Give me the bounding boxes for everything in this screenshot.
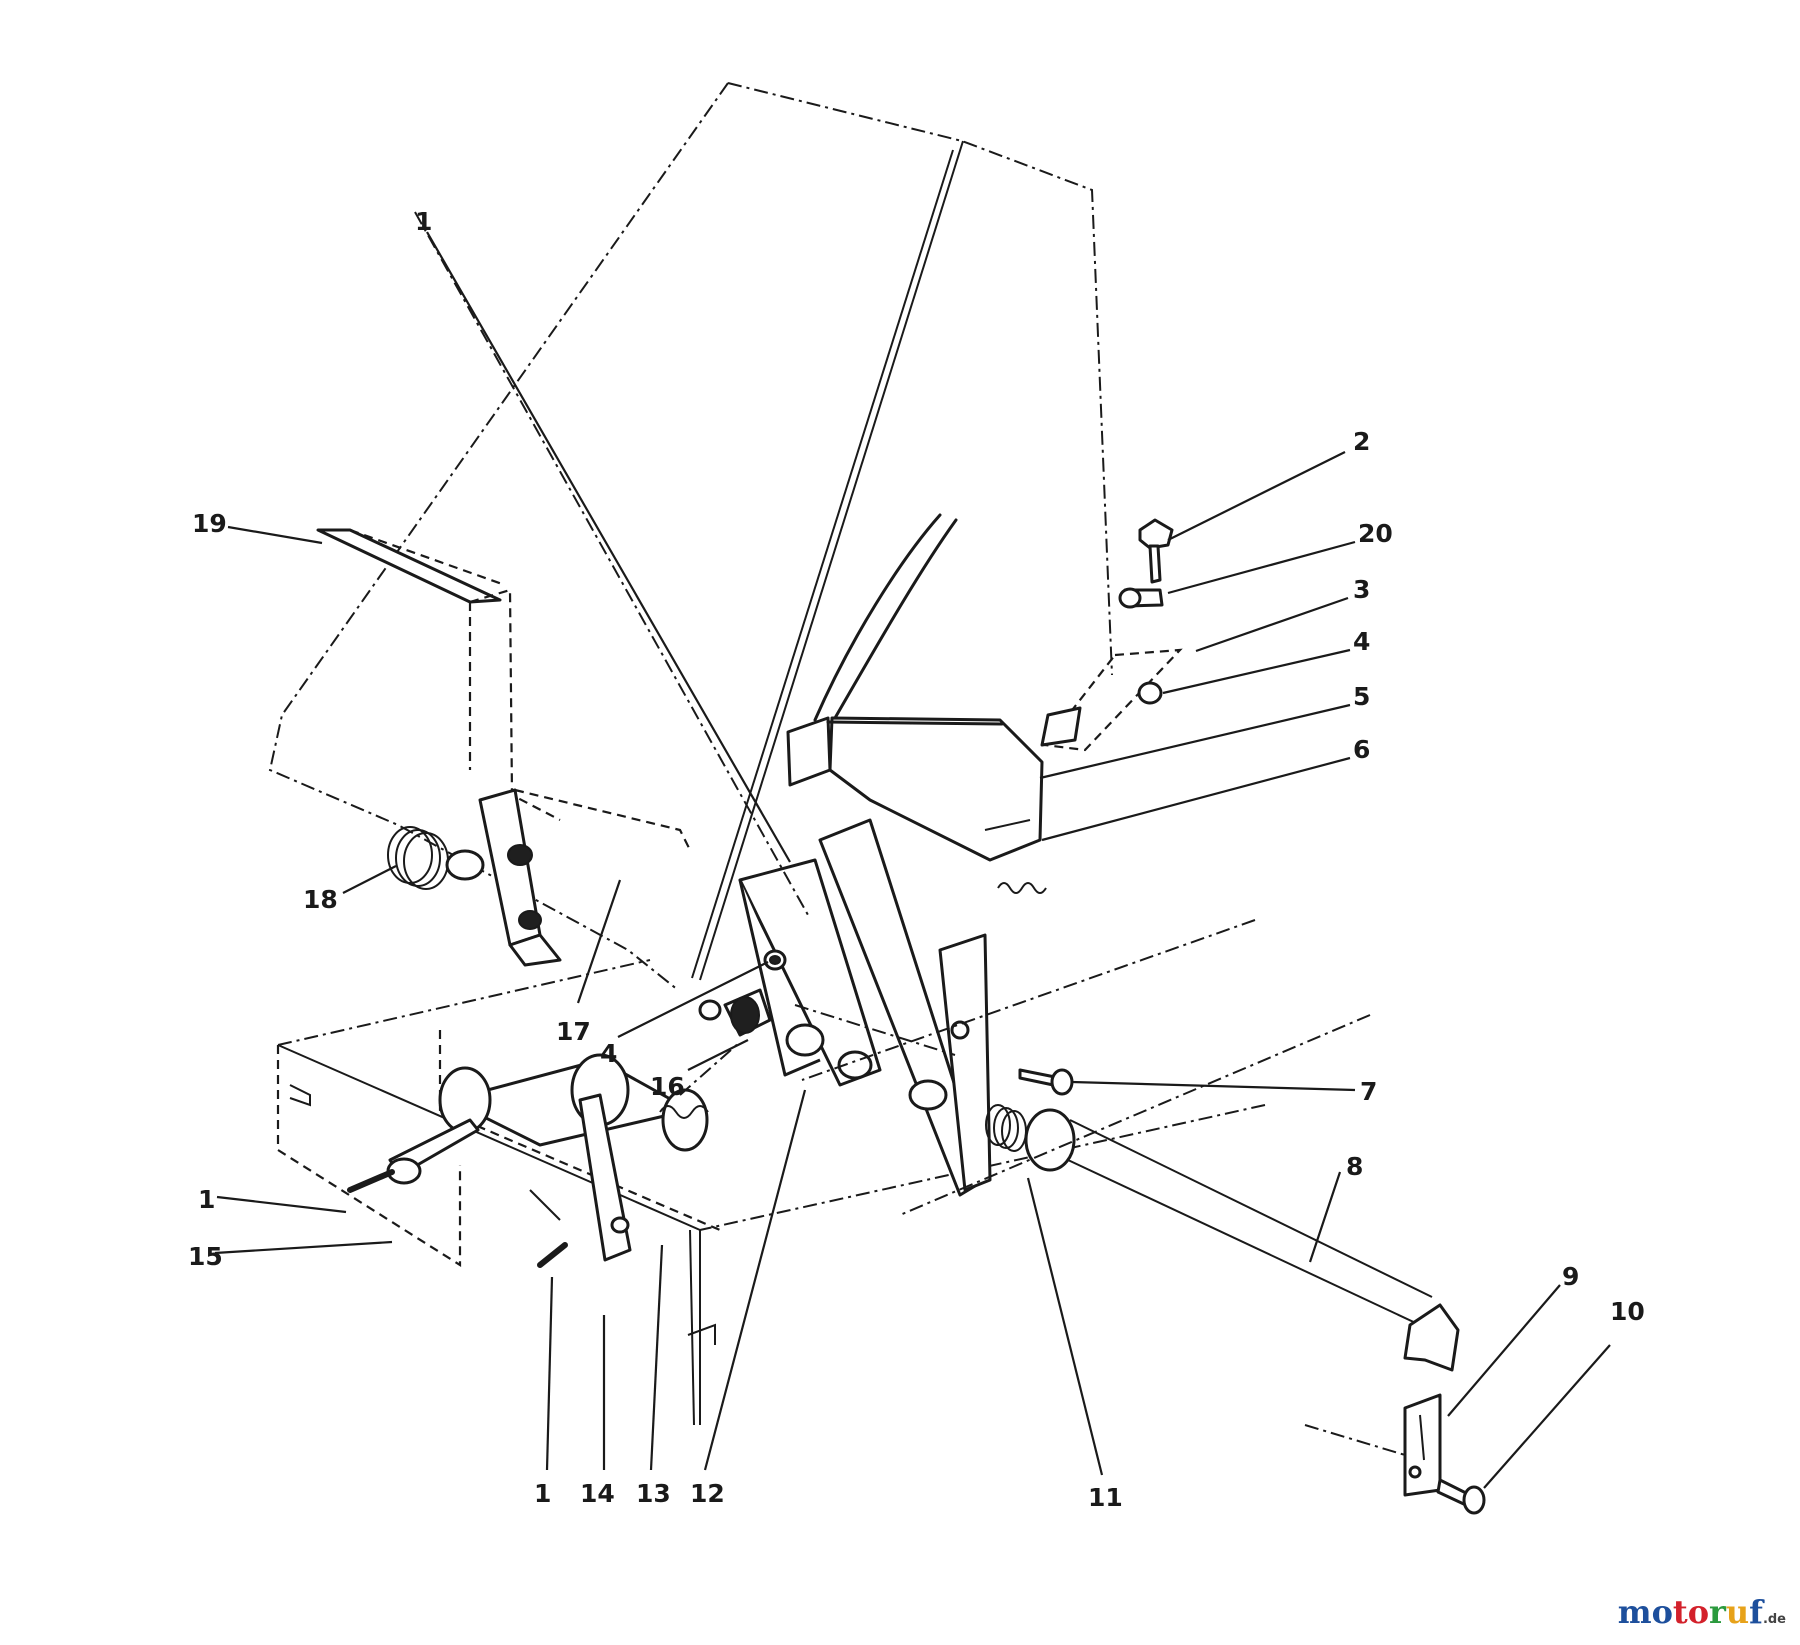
callout-11: 11 [1088, 1483, 1123, 1512]
callout-8: 8 [1346, 1152, 1363, 1181]
frame-plate [276, 959, 1266, 1426]
callout-1-top: 1 [415, 207, 432, 236]
callout-7: 7 [1360, 1077, 1377, 1106]
callout-1-left: 1 [198, 1185, 215, 1214]
plate-9 [1403, 1393, 1442, 1497]
callout-labels: 1 2 20 3 4 5 6 19 18 17 4 16 7 8 1 15 1 … [188, 207, 1645, 1512]
seat-pan-outline [268, 82, 1113, 991]
shaft-8 [985, 1104, 1460, 1372]
callout-16: 16 [650, 1072, 685, 1101]
callout-3: 3 [1353, 575, 1370, 604]
construction-lines [414, 211, 1406, 1456]
bolt-7 [1018, 1068, 1074, 1096]
callout-4-right: 4 [1353, 627, 1370, 656]
leader-lines [214, 231, 1611, 1489]
control-lever [786, 513, 1044, 862]
callout-14: 14 [580, 1479, 615, 1508]
callout-19: 19 [192, 509, 227, 538]
bracket-19 [316, 528, 561, 821]
callout-13: 13 [636, 1479, 671, 1508]
link-12 [738, 858, 882, 1087]
pins [347, 1169, 568, 1268]
callout-18: 18 [303, 885, 338, 914]
spring-6 [659, 882, 1047, 1119]
watermark-logo: motoruf.de [1617, 1593, 1786, 1631]
lever-arm [818, 818, 992, 1197]
callout-17: 17 [556, 1017, 591, 1046]
callout-2: 2 [1353, 427, 1370, 456]
callout-15: 15 [188, 1242, 223, 1271]
callout-6: 6 [1353, 735, 1370, 764]
callout-5: 5 [1353, 682, 1370, 711]
bracket-17 [478, 788, 691, 967]
callout-12: 12 [690, 1479, 725, 1508]
callout-20: 20 [1358, 519, 1393, 548]
callout-1-bottom: 1 [534, 1479, 551, 1508]
spacer-16 [698, 988, 772, 1037]
callout-9: 9 [1562, 1262, 1579, 1291]
fasteners-upper-right [1040, 518, 1183, 752]
callout-10: 10 [1610, 1297, 1645, 1326]
bolt-10 [1436, 1478, 1486, 1515]
spring-18 [387, 826, 485, 890]
callout-4-mid: 4 [600, 1039, 617, 1068]
